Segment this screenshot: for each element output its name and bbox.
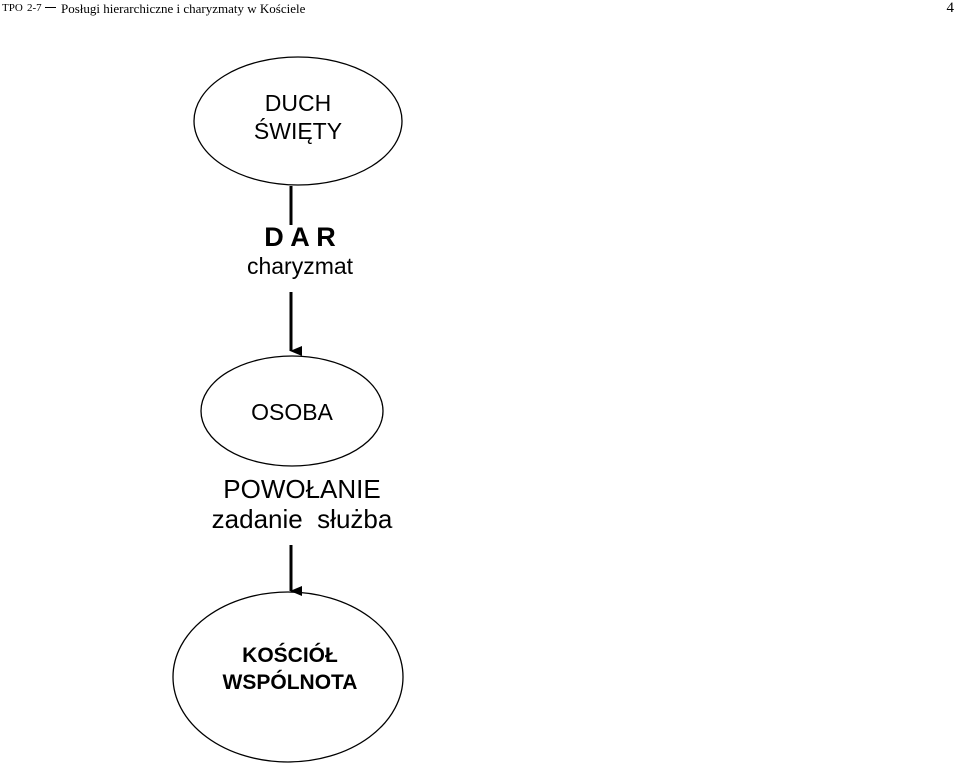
person-ellipse bbox=[200, 355, 384, 467]
church-ellipse bbox=[172, 591, 404, 763]
person-text: OSOBA bbox=[251, 399, 333, 425]
calling-subtitle: zadanie służba bbox=[211, 504, 393, 534]
header-number: 2-7 bbox=[27, 2, 42, 14]
page-number: 4 bbox=[946, 0, 955, 16]
header-code: TPO bbox=[2, 2, 23, 14]
calling-label: POWOŁANIE zadanie służba bbox=[150, 474, 454, 534]
spirit-line1: DUCH bbox=[264, 90, 332, 116]
spirit-line2: ŚWIĘTY bbox=[253, 118, 343, 144]
spirit-ellipse bbox=[193, 56, 403, 186]
church-line1: KOŚCIÓŁ bbox=[242, 644, 338, 667]
church-label: KOŚCIÓŁ WSPÓLNOTA bbox=[190, 642, 390, 696]
person-label: OSOBA bbox=[192, 398, 392, 426]
gift-subtitle: charyzmat bbox=[246, 253, 354, 279]
gift-title: D A R bbox=[264, 222, 336, 252]
page-header: TPO 2-7 Posługi hierarchiczne i charyzma… bbox=[0, 0, 960, 20]
header-title: Posługi hierarchiczne i charyzmaty w Koś… bbox=[61, 1, 306, 16]
church-line2: WSPÓLNOTA bbox=[222, 671, 358, 694]
header-dash bbox=[45, 7, 56, 8]
gift-label: D A R charyzmat bbox=[180, 222, 420, 280]
spirit-label: DUCH ŚWIĘTY bbox=[198, 89, 398, 145]
calling-title: POWOŁANIE bbox=[223, 474, 381, 504]
